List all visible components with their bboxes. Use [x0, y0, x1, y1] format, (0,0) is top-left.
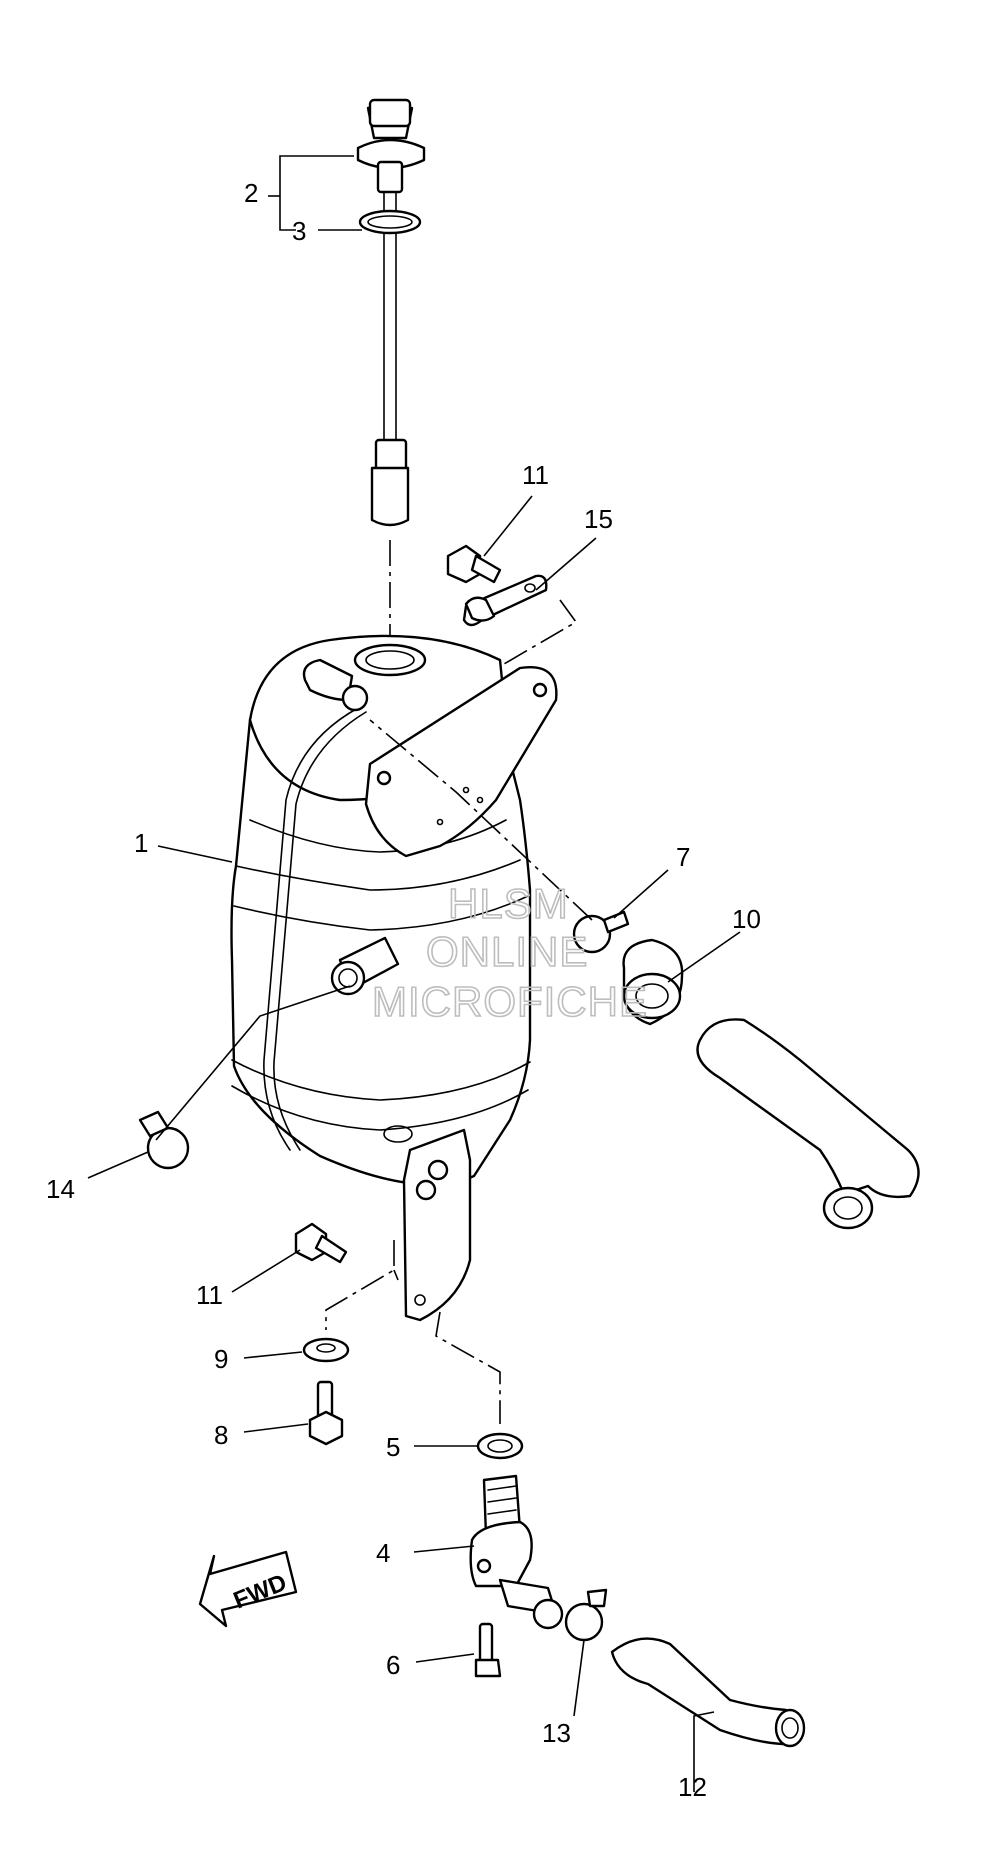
callout-2: 2 — [244, 178, 258, 208]
grommet-10 — [622, 938, 684, 1026]
bolt-11-upper — [446, 544, 502, 584]
callout-1: 1 — [134, 828, 148, 858]
callout-11-lower: 11 — [196, 1280, 223, 1310]
callout-5: 5 — [386, 1432, 400, 1462]
callout-11-upper: 11 — [522, 460, 549, 490]
o-ring-sensor — [358, 209, 422, 235]
o-ring-5 — [476, 1432, 524, 1460]
hose-clamp-14 — [138, 1110, 190, 1170]
callout-14: 14 — [46, 1174, 75, 1204]
oil-level-sensor — [356, 98, 426, 527]
watermark: HLSM ONLINE MICROFICHE — [371, 879, 648, 1026]
watermark-line2: ONLINE — [426, 928, 588, 975]
watermark-line3: MICROFICHE — [372, 978, 648, 1025]
callout-12: 12 — [678, 1772, 707, 1802]
callout-10: 10 — [732, 904, 761, 934]
callout-3: 3 — [292, 216, 306, 246]
hose-upper — [696, 1018, 920, 1230]
bolt-11-lower — [294, 1222, 348, 1264]
hose-lower-12 — [610, 1637, 806, 1748]
callout-13: 13 — [542, 1718, 571, 1748]
watermark-line1: HLSM — [448, 880, 569, 927]
callout-6: 6 — [386, 1650, 400, 1680]
callout-4: 4 — [376, 1538, 390, 1568]
callout-9: 9 — [214, 1344, 228, 1374]
callout-8: 8 — [214, 1420, 228, 1450]
callout-7: 7 — [676, 842, 690, 872]
callout-15: 15 — [584, 504, 613, 534]
screw-6 — [474, 1622, 502, 1678]
bolt-8 — [308, 1380, 344, 1446]
oil-strainer-4 — [469, 1474, 564, 1630]
hose-clamp-15 — [462, 574, 548, 627]
hose-clamp-13 — [564, 1588, 608, 1642]
oil-tank — [230, 634, 558, 1322]
washer-9 — [302, 1337, 350, 1363]
fwd-arrow-icon: FWD — [198, 1550, 298, 1628]
